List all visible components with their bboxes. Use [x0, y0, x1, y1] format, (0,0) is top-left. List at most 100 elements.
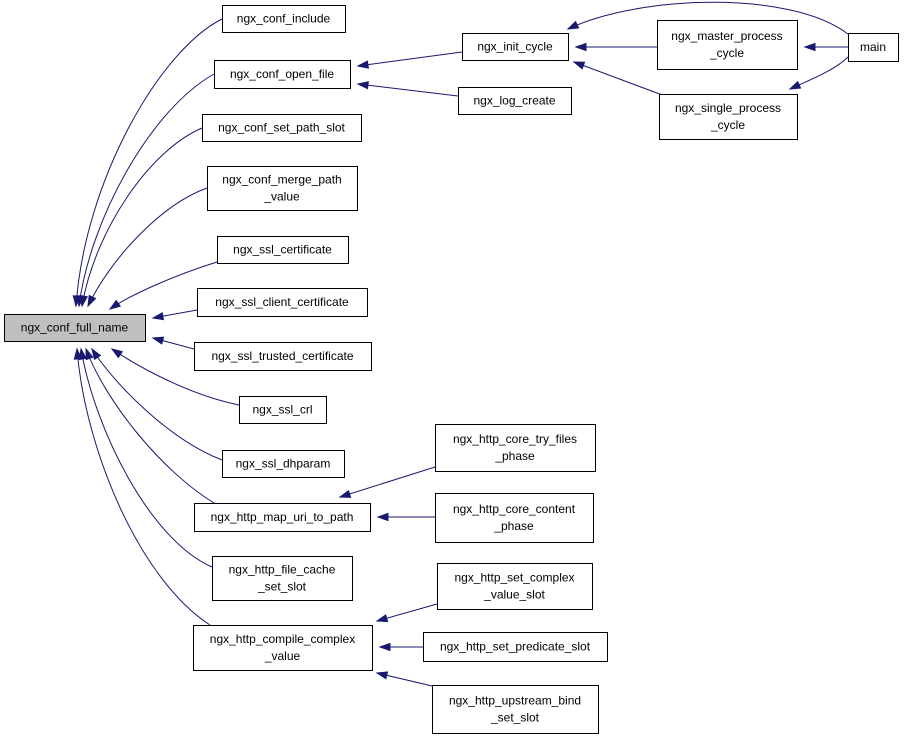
arrow-head-icon: [85, 347, 94, 361]
node-label: ngx_log_create: [473, 94, 555, 108]
node-ngx-log-create[interactable]: ngx_log_create: [458, 87, 572, 115]
node-box[interactable]: [657, 20, 798, 70]
edge-ngx-http-compile-complex-value-to-ngx-conf-full-name: [73, 347, 211, 626]
node-box[interactable]: [202, 114, 362, 142]
node-ngx-conf-merge-path-value[interactable]: ngx_conf_merge_path_value: [207, 166, 358, 211]
node-label: ngx_conf_set_path_slot: [218, 121, 345, 135]
edge-ngx-ssl-crl-to-ngx-conf-full-name: [110, 348, 240, 406]
arrow-head-icon: [375, 671, 389, 680]
node-box[interactable]: [214, 60, 351, 89]
node-box[interactable]: [193, 625, 373, 671]
node-ngx-ssl-crl[interactable]: ngx_ssl_crl: [239, 396, 327, 424]
node-label: _set_slot: [257, 580, 307, 594]
node-box[interactable]: [197, 288, 368, 317]
node-box[interactable]: [423, 632, 608, 662]
node-label: ngx_ssl_dhparam: [236, 457, 331, 471]
node-ngx-http-compile-complex-value[interactable]: ngx_http_compile_complex_value: [193, 625, 373, 671]
arrow-head-icon: [87, 294, 97, 308]
node-box[interactable]: [194, 503, 371, 532]
arrow-head-icon: [151, 311, 165, 321]
node-ngx-init-cycle[interactable]: ngx_init_cycle: [462, 33, 569, 61]
edge-ngx-http-map-uri-to-path-to-ngx-conf-full-name: [85, 347, 215, 504]
node-label: _cycle: [710, 118, 745, 132]
node-label: ngx_conf_include: [237, 12, 331, 26]
edge-ngx-http-file-cache-set-slot-to-ngx-conf-full-name: [78, 347, 213, 568]
arrow-head-icon: [376, 512, 389, 522]
node-box[interactable]: [194, 342, 372, 371]
edge-ngx-http-set-complex-value-slot-to-ngx-http-compile-complex-value: [375, 603, 438, 623]
edge-line: [357, 51, 463, 67]
node-box[interactable]: [207, 166, 358, 211]
node-ngx-single-process-cycle[interactable]: ngx_single_process_cycle: [659, 94, 798, 140]
node-box[interactable]: [435, 493, 594, 543]
node-ngx-ssl-trusted-certificate[interactable]: ngx_ssl_trusted_certificate: [194, 342, 372, 371]
node-ngx-ssl-certificate[interactable]: ngx_ssl_certificate: [217, 236, 349, 264]
node-label: _phase: [494, 449, 535, 463]
node-box[interactable]: [432, 685, 599, 734]
edge-ngx-master-process-cycle-to-ngx-init-cycle: [574, 42, 657, 52]
node-ngx-http-core-content-phase[interactable]: ngx_http_core_content_phase: [435, 493, 594, 543]
node-box[interactable]: [848, 33, 899, 62]
node-box[interactable]: [222, 5, 346, 33]
arrow-head-icon: [79, 294, 88, 308]
node-label: ngx_http_compile_complex: [210, 632, 355, 646]
arrow-head-icon: [574, 42, 587, 52]
node-ngx-http-map-uri-to-path[interactable]: ngx_http_map_uri_to_path: [194, 503, 371, 532]
node-label: ngx_http_core_try_files: [453, 432, 577, 446]
node-ngx-ssl-dhparam[interactable]: ngx_ssl_dhparam: [222, 450, 345, 478]
arrow-head-icon: [788, 80, 802, 90]
node-ngx-http-core-try-files-phase[interactable]: ngx_http_core_try_files _phase: [435, 424, 596, 472]
node-box[interactable]: [437, 563, 593, 610]
arrow-head-icon: [356, 81, 369, 90]
node-box[interactable]: [659, 94, 798, 140]
node-ngx-conf-full-name[interactable]: ngx_conf_full_name: [4, 314, 146, 342]
arrow-head-icon: [803, 42, 816, 52]
edge-main-to-ngx-init-cycle: [566, 1, 849, 35]
edge-line: [85, 348, 215, 504]
node-ngx-ssl-client-certificate[interactable]: ngx_ssl_client_certificate: [197, 288, 368, 317]
node-ngx-conf-include[interactable]: ngx_conf_include: [222, 5, 346, 33]
node-ngx-http-file-cache-set-slot[interactable]: ngx_http_file_cache_set_slot: [212, 556, 353, 601]
node-ngx-http-set-predicate-slot[interactable]: ngx_http_set_predicate_slot: [423, 632, 608, 662]
node-ngx-conf-set-path-slot[interactable]: ngx_conf_set_path_slot: [202, 114, 362, 142]
node-main[interactable]: main: [848, 33, 899, 62]
node-label: ngx_ssl_crl: [252, 403, 312, 417]
edge-main-to-ngx-master-process-cycle: [803, 42, 848, 52]
edge-ngx-ssl-client-certificate-to-ngx-conf-full-name: [151, 309, 198, 321]
node-box[interactable]: [458, 87, 572, 115]
edge-ngx-single-process-cycle-to-ngx-init-cycle: [572, 61, 666, 97]
edge-ngx-conf-include-to-ngx-conf-full-name: [72, 18, 223, 308]
edge-line: [111, 348, 240, 406]
node-box[interactable]: [239, 396, 327, 424]
node-box[interactable]: [212, 556, 353, 601]
node-label: ngx_ssl_trusted_certificate: [211, 349, 353, 363]
node-label: _cycle: [709, 46, 744, 60]
node-box[interactable]: [4, 314, 146, 342]
nodes-layer: ngx_conf_full_name ngx_conf_include ngx_co…: [4, 5, 899, 734]
node-ngx-conf-open-file[interactable]: ngx_conf_open_file: [214, 60, 351, 89]
node-ngx-http-upstream-bind-set-slot[interactable]: ngx_http_upstream_bind_set_slot: [432, 685, 599, 734]
node-box[interactable]: [217, 236, 349, 264]
node-label: ngx_master_process: [671, 29, 782, 43]
node-label: ngx_ssl_client_certificate: [215, 295, 349, 309]
arrow-head-icon: [356, 60, 369, 69]
edge-ngx-conf-open-file-to-ngx-conf-full-name: [76, 73, 215, 308]
node-ngx-http-set-complex-value-slot[interactable]: ngx_http_set_complex_value_slot: [437, 563, 593, 610]
edge-ngx-http-upstream-bind-set-slot-to-ngx-http-compile-complex-value: [375, 671, 433, 687]
edge-line: [81, 127, 203, 307]
arrow-head-icon: [572, 61, 586, 70]
node-ngx-master-process-cycle[interactable]: ngx_master_process _cycle: [657, 20, 798, 70]
node-label: ngx_http_set_complex: [454, 571, 574, 585]
edge-ngx-ssl-certificate-to-ngx-conf-full-name: [108, 261, 218, 310]
arrow-head-icon: [108, 299, 122, 310]
node-box[interactable]: [462, 33, 569, 61]
node-box[interactable]: [222, 450, 345, 478]
node-label: ngx_ssl_certificate: [233, 243, 332, 257]
node-label: ngx_conf_merge_path: [222, 173, 341, 187]
edge-line: [87, 187, 208, 307]
arrow-head-icon: [378, 642, 391, 652]
edge-ngx-http-core-try-files-phase-to-ngx-http-map-uri-to-path: [338, 466, 436, 498]
arrow-head-icon: [375, 614, 389, 623]
node-box[interactable]: [435, 424, 596, 472]
node-label: ngx_http_map_uri_to_path: [211, 510, 354, 524]
